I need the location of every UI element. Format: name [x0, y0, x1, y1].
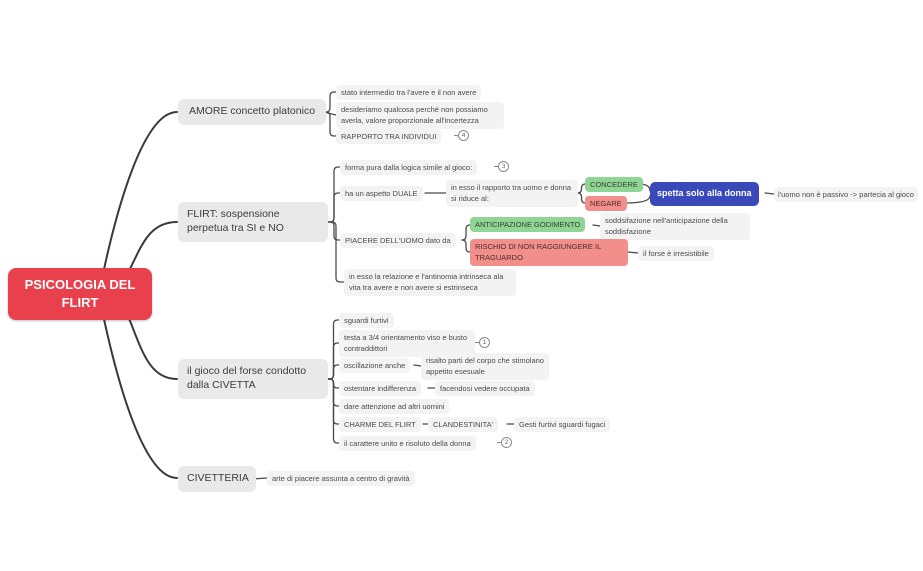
connector: [627, 251, 639, 254]
connector: [327, 221, 341, 241]
collapsed-children-badge[interactable]: 2: [497, 437, 512, 448]
branch-amore-concetto-platonico[interactable]: AMORE concetto platonico: [178, 99, 326, 125]
node-aspetto-duale[interactable]: ha un aspetto DUALE: [340, 186, 423, 202]
node-carattere-donna[interactable]: il carattere unito e risoluto della donn…: [339, 436, 476, 452]
node-forma-pura[interactable]: forma pura dalla logica simile al gioco:: [340, 160, 478, 176]
node-anticipazione-godimento[interactable]: ANTICIPAZIONE GODIMENTO: [470, 217, 586, 233]
node-ostentare-indifferenza[interactable]: ostentare indifferenza: [339, 381, 421, 397]
node-oscillazione-anche[interactable]: oscillazione anche: [339, 358, 411, 374]
node-uomo-non-passivo[interactable]: l'uomo non è passivo -> partecia al gioc…: [774, 187, 918, 203]
node-rapporto-uomo-donna[interactable]: in esso il rapporto tra uomo e donna si …: [446, 180, 578, 207]
node-spetta-solo-alla-donna[interactable]: spetta solo alla donna: [650, 182, 759, 206]
node-desideriamo-qualcosa[interactable]: desideriamo qualcosa perché non possiamo…: [336, 102, 504, 129]
node-risalto-corpo[interactable]: risalto parti del corpo che stimolano ap…: [421, 353, 549, 380]
node-arte-di-piacere[interactable]: arte di piacere assunta a centro di grav…: [267, 471, 415, 487]
connector: [327, 221, 345, 283]
node-rapporto-tra-individui[interactable]: RAPPORTO TRA INDIVIDUI: [336, 129, 442, 145]
connector: [461, 239, 471, 253]
connector: [577, 192, 586, 204]
connector: [99, 111, 178, 289]
branch-gioco-della-civetta[interactable]: il gioco del forse condotto dalla CIVETT…: [178, 359, 328, 399]
node-facendosi-vedere-occupata[interactable]: facendosi vedere occupata: [435, 381, 535, 397]
node-charme-del-flirt[interactable]: CHARME DEL FLIRT: [339, 417, 421, 433]
node-testa-tre-quarti[interactable]: testa a 3/4 orientamento viso e busto co…: [339, 330, 475, 357]
connector: [327, 364, 340, 380]
connector: [327, 192, 341, 223]
connector: [461, 224, 471, 241]
branch-flirt-sospensione[interactable]: FLIRT: sospensione perpetua tra SI e NO: [178, 202, 328, 242]
node-antinomia-intrinseca[interactable]: in esso la relazione e l'antinomia intri…: [344, 269, 516, 296]
node-piacere-uomo[interactable]: PIACERE DELL'UOMO dato da: [340, 233, 456, 249]
node-clandestinita[interactable]: CLANDESTINITA': [428, 417, 499, 433]
node-stato-intermedio[interactable]: stato intermedio tra l'avere e il non av…: [336, 85, 482, 101]
node-negare[interactable]: NEGARE: [585, 196, 627, 212]
connector: [323, 111, 337, 137]
node-concedere[interactable]: CONCEDERE: [585, 177, 643, 193]
node-forse-irresistibile[interactable]: il forse è irresistibile: [638, 246, 714, 262]
collapsed-children-badge[interactable]: 4: [454, 130, 469, 141]
connector: [99, 299, 178, 479]
node-sguardi-furtivi[interactable]: sguardi furtivi: [339, 313, 394, 329]
branch-civetteria[interactable]: CIVETTERIA: [178, 466, 256, 492]
collapsed-children-badge[interactable]: 1: [475, 337, 490, 348]
collapsed-children-badge[interactable]: 3: [494, 161, 509, 172]
node-soddisfazione-anticipazione[interactable]: soddsifazione nell'anticipazione della s…: [600, 213, 750, 240]
node-attenzione-altri-uomini[interactable]: dare attenzione ad altri uomini: [339, 399, 450, 415]
connector: [413, 364, 422, 367]
connector: [327, 378, 340, 444]
node-gesti-furtivi[interactable]: Gesti furtivi sguardi fugaci: [514, 417, 611, 433]
connector: [623, 195, 651, 204]
connector: [764, 192, 775, 195]
connector: [592, 224, 601, 227]
root-node-psicologia-del-flirt[interactable]: PSICOLOGIA DEL FLIRT: [8, 268, 152, 320]
node-rischio-traguardo[interactable]: RISCHIO DI NON RAGGIUNGERE IL TRAGUARDO: [470, 239, 628, 266]
